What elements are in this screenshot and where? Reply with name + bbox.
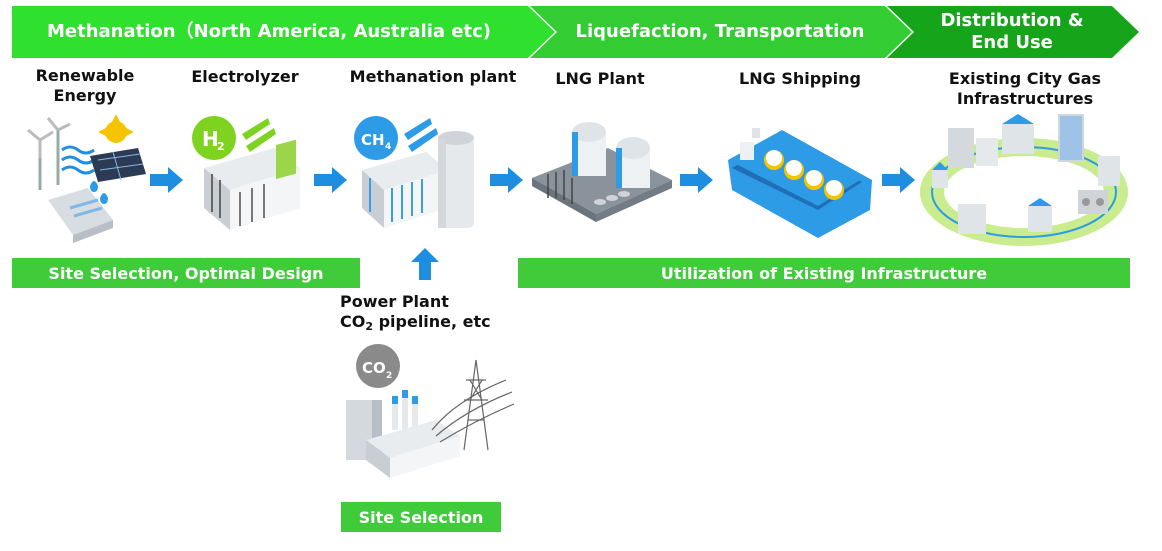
step-renewable-line2: Energy [53,86,117,105]
arrow-right-icon [490,167,523,193]
step-methanation-plant: Methanation plant [349,67,517,86]
banner-liquefaction-label: Liquefaction, Transportation [575,21,865,42]
h2-badge-sub: 2 [217,140,225,153]
step-lng-plant: LNG Plant [555,69,645,88]
svg-text:4: 4 [385,142,391,152]
banner-methanation-label: Methanation（North America, Australia etc… [46,21,491,42]
methanation-plant-icon: CH 4 [354,116,474,228]
arrow-right-icon [314,167,347,193]
svg-text:2: 2 [386,371,392,381]
step-renewable-line1: Renewable [35,66,135,85]
step-city-gas-line1: Existing City Gas [948,69,1102,88]
step-power-plant-line2: CO2 pipeline, etc [340,312,510,332]
site-selection-bar: Site Selection [341,502,501,532]
step-lng-shipping: LNG Shipping [739,69,861,88]
process-banner [12,6,1139,58]
h2-badge-circle [192,116,236,160]
co2-text: CO [340,312,366,331]
step-city-gas-line2: Infrastructures [956,89,1094,108]
banner-methanation-shape [12,6,555,58]
banner-distribution-shape [887,6,1139,58]
arrow-right-icon [882,167,915,193]
co2-subscript: 2 [365,320,373,333]
step-city-gas: Existing City Gas Infrastructures [920,69,1130,109]
banner-distribution-line1: Distribution & [940,10,1084,31]
arrow-right-icon [150,167,183,193]
existing-infrastructure-bar: Utilization of Existing Infrastructure [518,258,1130,288]
step-power-plant: Power Plant CO2 pipeline, etc [340,292,510,332]
banner-distribution-label: Distribution & End Use [912,6,1112,58]
svg-text:CO: CO [362,359,386,377]
lng-plant-icon [532,122,672,222]
renewable-energy-icon [27,114,146,243]
site-selection-design-bar: Site Selection, Optimal Design [12,258,360,288]
lng-shipping-icon [728,128,872,238]
city-gas-infrastructure-icon [920,114,1128,246]
banner-distribution-line2: End Use [971,32,1053,53]
power-plant-icon: CO 2 [346,344,515,478]
step-renewable-energy: Renewable Energy [20,66,150,106]
electrolyzer-icon: H 2 [192,116,300,230]
step-power-plant-line1: Power Plant [340,292,449,311]
h2-badge-text: H [202,127,219,151]
pipeline-text: pipeline, etc [373,312,491,331]
svg-text:CH: CH [361,131,385,149]
banner-liquefaction-shape [530,6,912,58]
step-electrolyzer: Electrolyzer [191,67,299,86]
arrow-right-icon [680,167,713,193]
arrow-up-icon [411,248,439,280]
